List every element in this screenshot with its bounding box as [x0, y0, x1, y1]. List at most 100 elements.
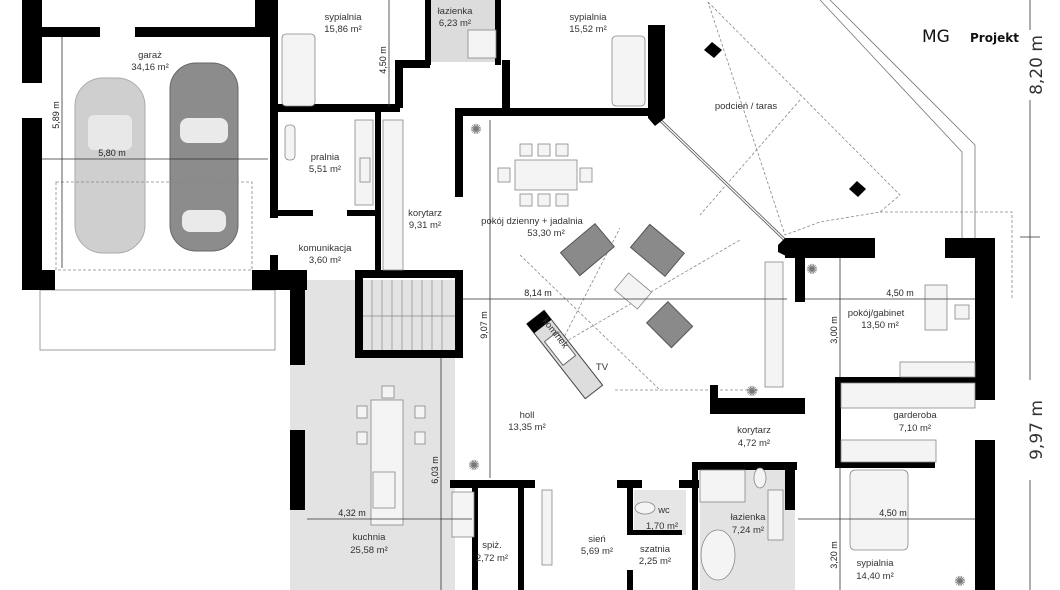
plan-element [472, 485, 478, 590]
plan-element [278, 210, 313, 216]
staircase [363, 280, 455, 350]
plan-element [692, 462, 797, 470]
plan-element [414, 431, 426, 445]
walls [22, 0, 995, 590]
room-name-vestibule: sień [588, 534, 605, 545]
plan-element [559, 227, 621, 346]
plan-element [519, 143, 533, 157]
dimension-lines [42, 0, 1040, 590]
plan-element [395, 60, 403, 108]
room-name-corridor1: korytarz [408, 208, 442, 219]
plan-element [707, 1, 901, 236]
plan-element [659, 119, 786, 241]
room-area-office: 13,50 m² [861, 320, 899, 331]
room-name-office: pokój/gabinet [848, 308, 905, 319]
plan-element [617, 480, 642, 488]
plan-element [497, 167, 511, 183]
logo-suffix: Projekt [970, 31, 1019, 45]
plan-element [382, 119, 404, 271]
plan-element [627, 485, 633, 530]
plan-element [699, 99, 801, 216]
dim-office-width: 4,50 m [886, 288, 914, 298]
dim-garage-depth: 5,89 m [51, 101, 61, 129]
dim-bedroom1-depth: 4,50 m [378, 46, 388, 74]
plan-element [278, 104, 400, 112]
room-area-garage: 34,16 m² [131, 62, 169, 73]
plan-element [347, 210, 377, 216]
room-name-bathroom2: łazienka [731, 512, 767, 523]
plan-element [785, 238, 875, 258]
room-area-laundry: 5,51 m² [309, 164, 341, 175]
plan-element [355, 270, 363, 355]
room-name-bedroom2: sypialnia [570, 12, 608, 23]
plan-element [270, 0, 278, 218]
plan-element [899, 361, 976, 378]
fireplace-icon [526, 309, 604, 400]
plan-element [518, 485, 524, 590]
plan-element [290, 430, 305, 510]
dim-living-width: 8,14 m [524, 288, 552, 298]
plan-element [835, 377, 841, 467]
sofa-icon [559, 223, 615, 277]
dim-kitchen-width: 4,32 m [338, 508, 366, 518]
plan-element [975, 440, 995, 590]
column-icon [849, 181, 866, 197]
plan-element [375, 112, 381, 270]
plan-element [381, 385, 395, 399]
room-name-wardrobe: garderoba [893, 410, 937, 421]
room-name-corridor2: korytarz [737, 425, 771, 436]
plan-element [355, 350, 455, 358]
dimension-labels: 5,89 m 5,80 m 4,50 m 8,14 m 9,07 m 6,03 … [51, 35, 1047, 569]
plan-element [699, 469, 746, 503]
plan-element [451, 491, 475, 538]
room-area-bedroom1: 15,86 m² [324, 24, 362, 35]
tv-label: TV [596, 362, 609, 373]
room-name-garage: garaż [138, 50, 162, 61]
dim-kitchen-depth: 6,03 m [430, 456, 440, 484]
plan-element [519, 193, 533, 207]
plant-icon: ✺ [468, 457, 480, 473]
room-name-passage: komunikacja [299, 243, 353, 254]
dim-bedroom3-width: 4,50 m [879, 508, 907, 518]
room-name-cloakroom: szatnia [640, 544, 671, 555]
car-icon [74, 77, 146, 254]
room-name-bedroom3: sypialnia [857, 558, 895, 569]
room-area-pantry: 2,72 m² [476, 553, 508, 564]
dim-overall-upper: 8,20 m [1027, 35, 1047, 95]
room-name-wc: wc [657, 505, 670, 516]
dim-bedroom3-depth: 3,20 m [829, 541, 839, 569]
plan-element [764, 261, 784, 388]
room-area-vestibule: 5,69 m² [581, 546, 613, 557]
sink-icon [359, 157, 371, 183]
plan-element [22, 0, 42, 83]
room-area-kitchen: 25,58 m² [350, 545, 388, 556]
plan-element [180, 118, 228, 143]
bathtub-icon [700, 529, 736, 581]
plan-element [710, 385, 718, 405]
plan-element [835, 462, 935, 468]
dining-chairs [497, 143, 593, 207]
room-area-living: 53,30 m² [527, 228, 565, 239]
plan-element [840, 382, 976, 409]
plan-element [526, 310, 552, 334]
armchair-icon [645, 300, 694, 349]
plan-element [679, 480, 699, 488]
plan-element [835, 377, 978, 383]
plan-element [537, 193, 551, 207]
plan-element [455, 112, 463, 197]
plan-element [284, 124, 296, 161]
room-area-bathroom1: 6,23 m² [439, 18, 471, 29]
bathtub-icon [281, 33, 316, 107]
room-name-kitchen: kuchnia [353, 532, 386, 543]
plan-element [613, 272, 653, 310]
plan-element [767, 489, 784, 541]
plan-element [555, 143, 569, 157]
room-labels: garaż 34,16 m² sypialnia 15,86 m² łazien… [131, 6, 937, 582]
plan-element [495, 0, 501, 65]
dim-living-depth: 9,07 m [479, 311, 489, 339]
plan-element [543, 331, 577, 367]
plant-icon: ✺ [746, 383, 758, 399]
plan-element [414, 405, 426, 419]
plan-element [880, 211, 1013, 300]
plan-element [840, 439, 937, 463]
